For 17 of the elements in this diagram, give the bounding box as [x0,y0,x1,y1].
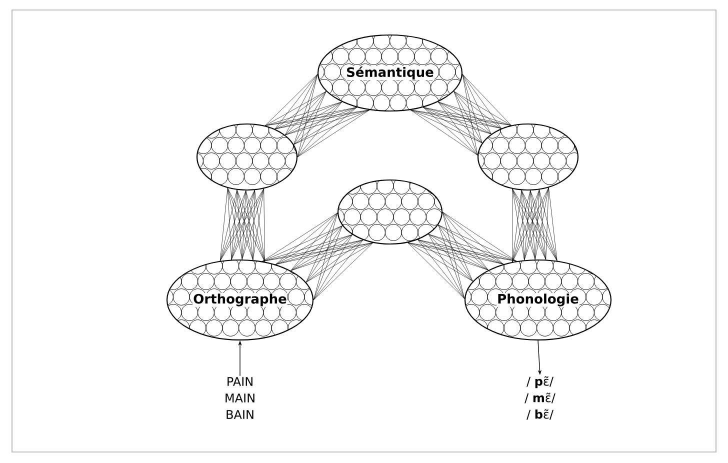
connection-bundle [408,212,517,299]
word-list: PAIN MAIN BAIN [226,377,254,419]
layer-ellipse [464,259,612,341]
hidden-layer-ellipse [196,123,298,191]
layer-label: Sémantique [346,66,434,80]
connection-bundle [262,212,374,300]
connection-bundle [512,187,558,262]
connection-bundle [410,74,512,156]
hidden-layer-ellipse [337,179,443,245]
connection-bundle [264,74,370,158]
layer-ellipse [317,34,463,112]
connection-bundle [220,188,265,262]
layer-label: Orthographe [192,293,288,307]
hidden-layer-ellipse [477,123,579,191]
layer-ellipse [166,259,314,341]
layer-label: Phonologie [496,293,580,307]
word-list: / pɛ̃/ / mɛ̃/ / bɛ̃/ [524,376,556,420]
